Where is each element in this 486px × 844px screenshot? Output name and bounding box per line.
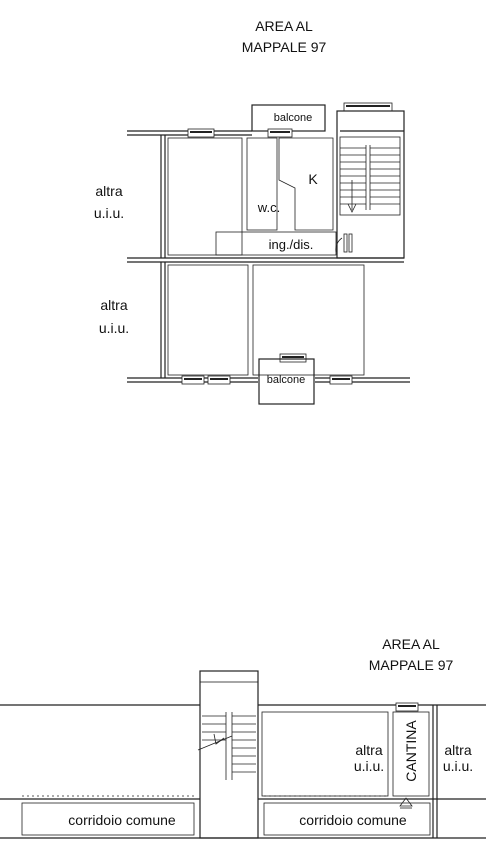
- lower-floor-plan: AREA AL MAPPALE 97: [0, 636, 486, 839]
- wc-label: w.c.: [257, 200, 280, 215]
- area-title-line2-bottom: MAPPALE 97: [369, 657, 454, 673]
- upper-party-walls: [160, 135, 166, 378]
- other-unit-right-line1: altra: [444, 742, 471, 758]
- balcony-top-label: balcone: [274, 112, 313, 124]
- cellar-label: CANTINA: [403, 720, 419, 782]
- other-unit-left-line1: altra: [355, 742, 382, 758]
- upper-floor-plan: AREA AL MAPPALE 97 balcone: [94, 18, 410, 405]
- corridor-left-label: corridoio comune: [68, 812, 176, 828]
- balcony-bottom: [258, 358, 315, 405]
- other-unit-upper-line1: altra: [95, 183, 122, 199]
- area-title-line1-bottom: AREA AL: [382, 636, 440, 652]
- upper-outer-walls: [127, 130, 410, 383]
- stair-steps-top: [340, 145, 400, 213]
- corridor-right-label: corridoio comune: [299, 812, 407, 828]
- other-unit-lower-line1: altra: [100, 297, 127, 313]
- other-unit-left-line2: u.i.u.: [354, 758, 384, 774]
- other-unit-right-line2: u.i.u.: [443, 758, 473, 774]
- other-unit-upper-line2: u.i.u.: [94, 205, 124, 221]
- area-title-line1: AREA AL: [255, 18, 313, 34]
- balcony-bottom-label: balcone: [267, 374, 306, 386]
- entrance-label: ing./dis.: [269, 237, 314, 252]
- other-unit-lower-line2: u.i.u.: [99, 320, 129, 336]
- kitchen-label: K: [308, 171, 318, 187]
- area-title-line2: MAPPALE 97: [242, 39, 327, 55]
- stair-steps-bottom: [197, 712, 256, 780]
